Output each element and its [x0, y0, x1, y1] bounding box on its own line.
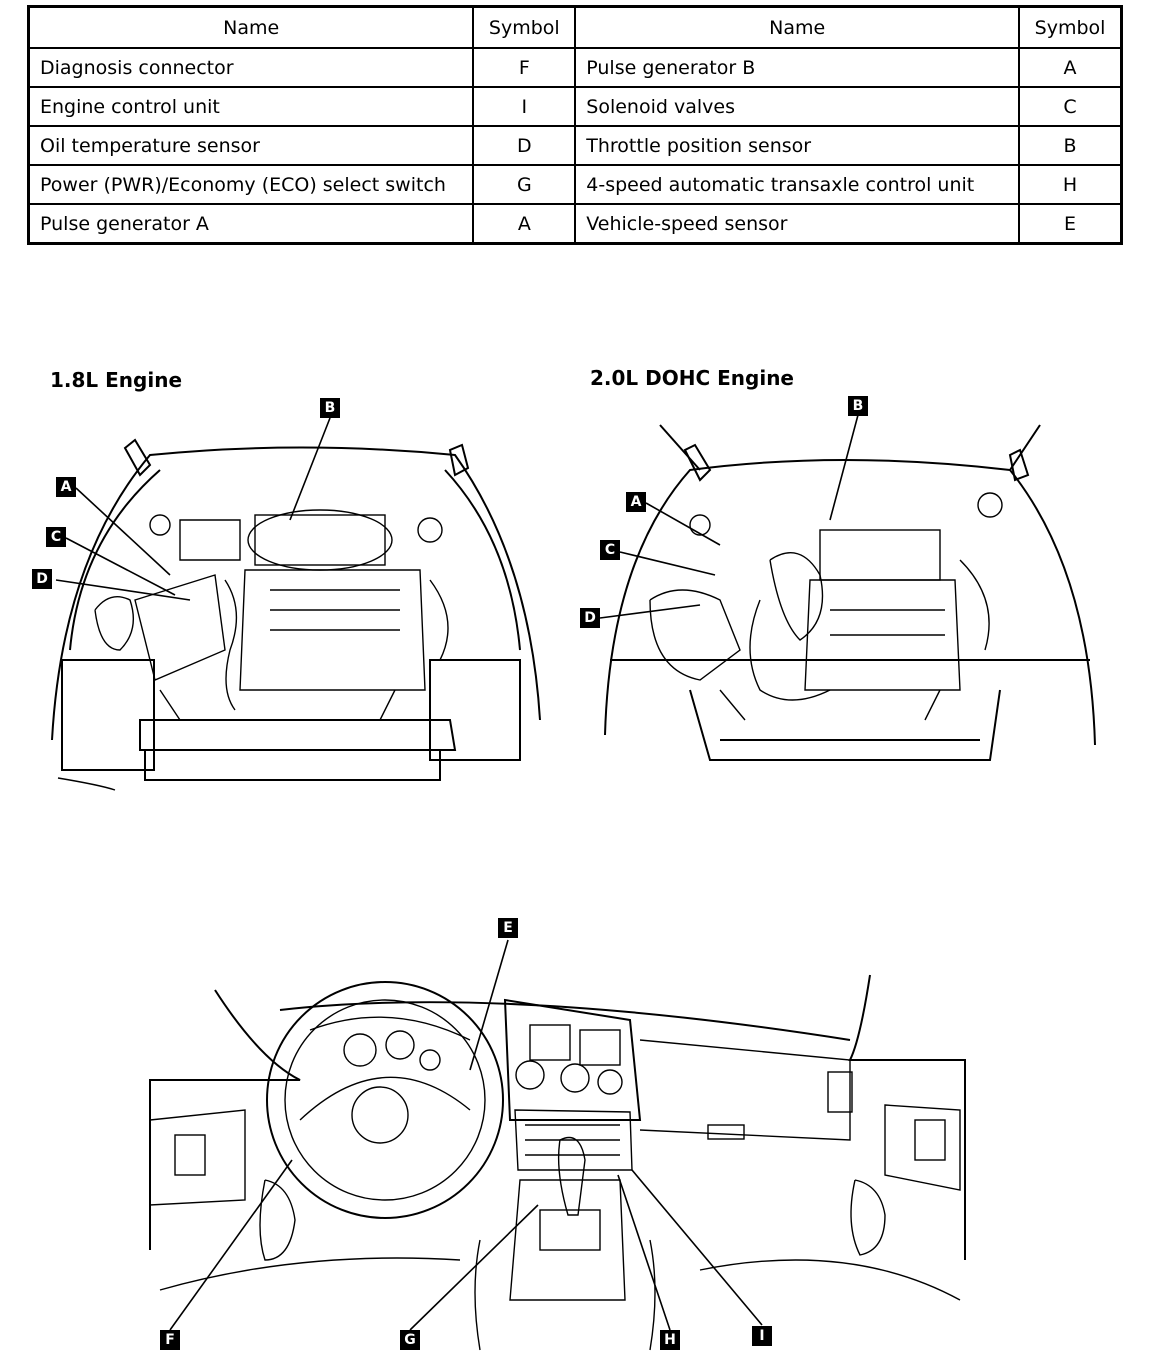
table-header-row: Name Symbol Name Symbol [27, 5, 1123, 49]
header-name-1: Name [27, 5, 475, 49]
callout-b-20: B [848, 396, 868, 416]
callout-h: H [660, 1330, 680, 1350]
engine-bay-20-drawing [604, 424, 1096, 761]
callout-e: E [498, 918, 518, 938]
callout-b-18: B [320, 398, 340, 418]
cell-symbol: A [1018, 47, 1123, 88]
cell-name: Pulse generator A [27, 203, 475, 245]
cell-name: Oil temperature sensor [27, 125, 475, 166]
cell-symbol: B [1018, 125, 1123, 166]
callout-i: I [752, 1326, 772, 1346]
cell-symbol: I [472, 86, 577, 127]
cell-symbol: E [1018, 203, 1123, 245]
engine-18-title: 1.8L Engine [50, 368, 183, 392]
table-row: Power (PWR)/Economy (ECO) select switch … [27, 164, 1123, 205]
component-table: Name Symbol Name Symbol Diagnosis connec… [27, 5, 1123, 245]
table-row: Pulse generator A A Vehicle-speed sensor… [27, 203, 1123, 245]
cell-name: Power (PWR)/Economy (ECO) select switch [27, 164, 475, 205]
cell-symbol: C [1018, 86, 1123, 127]
engine-bay-18-drawing [51, 438, 541, 791]
cell-symbol: H [1018, 164, 1123, 205]
cell-name: Engine control unit [27, 86, 475, 127]
table-row: Oil temperature sensor D Throttle positi… [27, 125, 1123, 166]
engine-20-title: 2.0L DOHC Engine [590, 366, 794, 390]
callout-g: G [400, 1330, 420, 1350]
cell-name: Throttle position sensor [574, 125, 1021, 166]
engine-bay-18-leaders [55, 417, 331, 601]
callout-f: F [160, 1330, 180, 1350]
header-symbol-2: Symbol [1018, 5, 1123, 49]
header-name-2: Name [574, 5, 1021, 49]
cell-symbol: D [472, 125, 577, 166]
table-row: Diagnosis connector F Pulse generator B … [27, 47, 1123, 88]
callout-c-18: C [46, 527, 66, 547]
cell-name: Solenoid valves [574, 86, 1021, 127]
cell-name: Vehicle-speed sensor [574, 203, 1021, 245]
cell-name: Pulse generator B [574, 47, 1021, 88]
cell-symbol: G [472, 164, 577, 205]
callout-a-18: A [56, 477, 76, 497]
cell-symbol: A [472, 203, 577, 245]
table-row: Engine control unit I Solenoid valves C [27, 86, 1123, 127]
callout-d-20: D [580, 608, 600, 628]
cell-symbol: F [472, 47, 577, 88]
callout-d-18: D [32, 569, 52, 589]
cell-name: Diagnosis connector [27, 47, 475, 88]
engine-bay-20-leaders [599, 414, 859, 619]
dashboard-drawing [149, 974, 966, 1351]
callout-c-20: C [600, 540, 620, 560]
header-symbol-1: Symbol [472, 5, 577, 49]
cell-name: 4-speed automatic transaxle control unit [574, 164, 1021, 205]
callout-a-20: A [626, 492, 646, 512]
dashboard-leaders [169, 939, 763, 1331]
